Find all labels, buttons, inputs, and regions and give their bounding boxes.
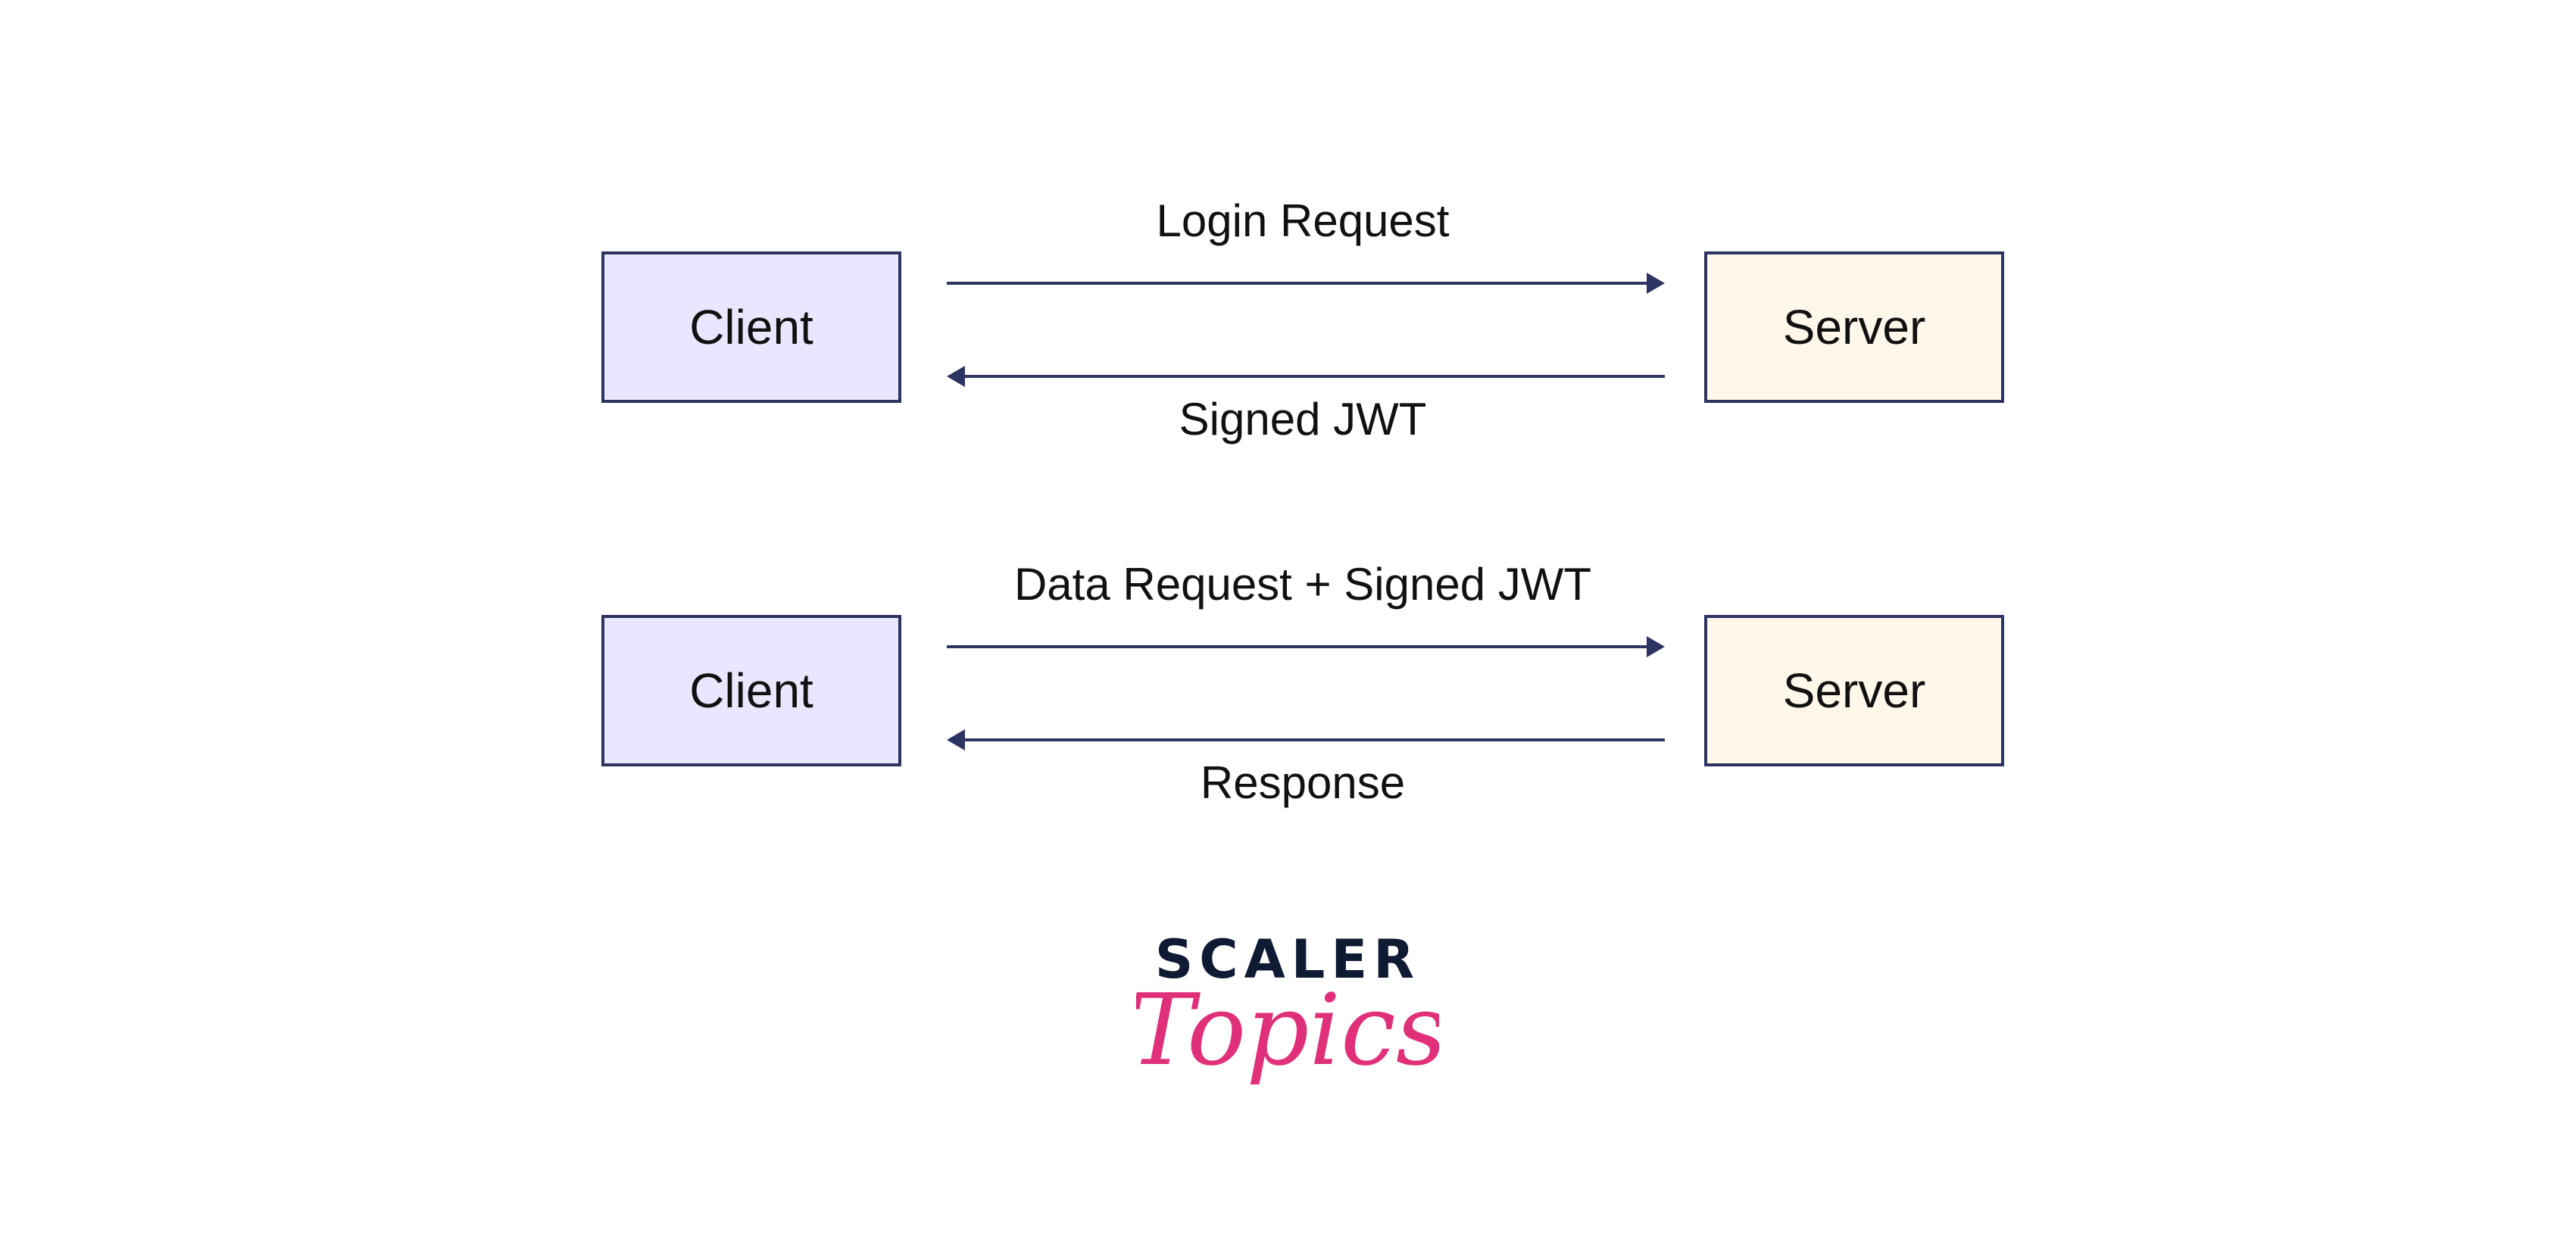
- login-request-label: Login Request: [1156, 195, 1450, 246]
- signed-jwt-arrow: [947, 366, 1665, 387]
- client-label: Client: [689, 663, 813, 718]
- login-request-arrow: [947, 273, 1665, 294]
- logo-topics-script: Topics: [1136, 973, 1439, 1087]
- server-label: Server: [1782, 300, 1926, 354]
- server-box-data: Server: [1704, 615, 2004, 766]
- client-box-login: Client: [601, 251, 901, 403]
- logo-scaler-text: SCALER: [1154, 928, 1421, 991]
- scaler-topics-logo: SCALER Topics: [1136, 928, 1439, 1125]
- logo-topics-text: Topics: [1136, 973, 1439, 1087]
- response-label: Response: [1200, 757, 1406, 808]
- server-label: Server: [1782, 663, 1926, 718]
- client-box-data: Client: [601, 615, 901, 766]
- signed-jwt-label: Signed JWT: [1179, 394, 1427, 445]
- client-label: Client: [689, 300, 813, 354]
- data-request-arrow: [947, 636, 1665, 657]
- server-box-login: Server: [1704, 251, 2004, 403]
- data-request-label: Data Request + Signed JWT: [1013, 559, 1592, 610]
- response-arrow: [947, 729, 1665, 750]
